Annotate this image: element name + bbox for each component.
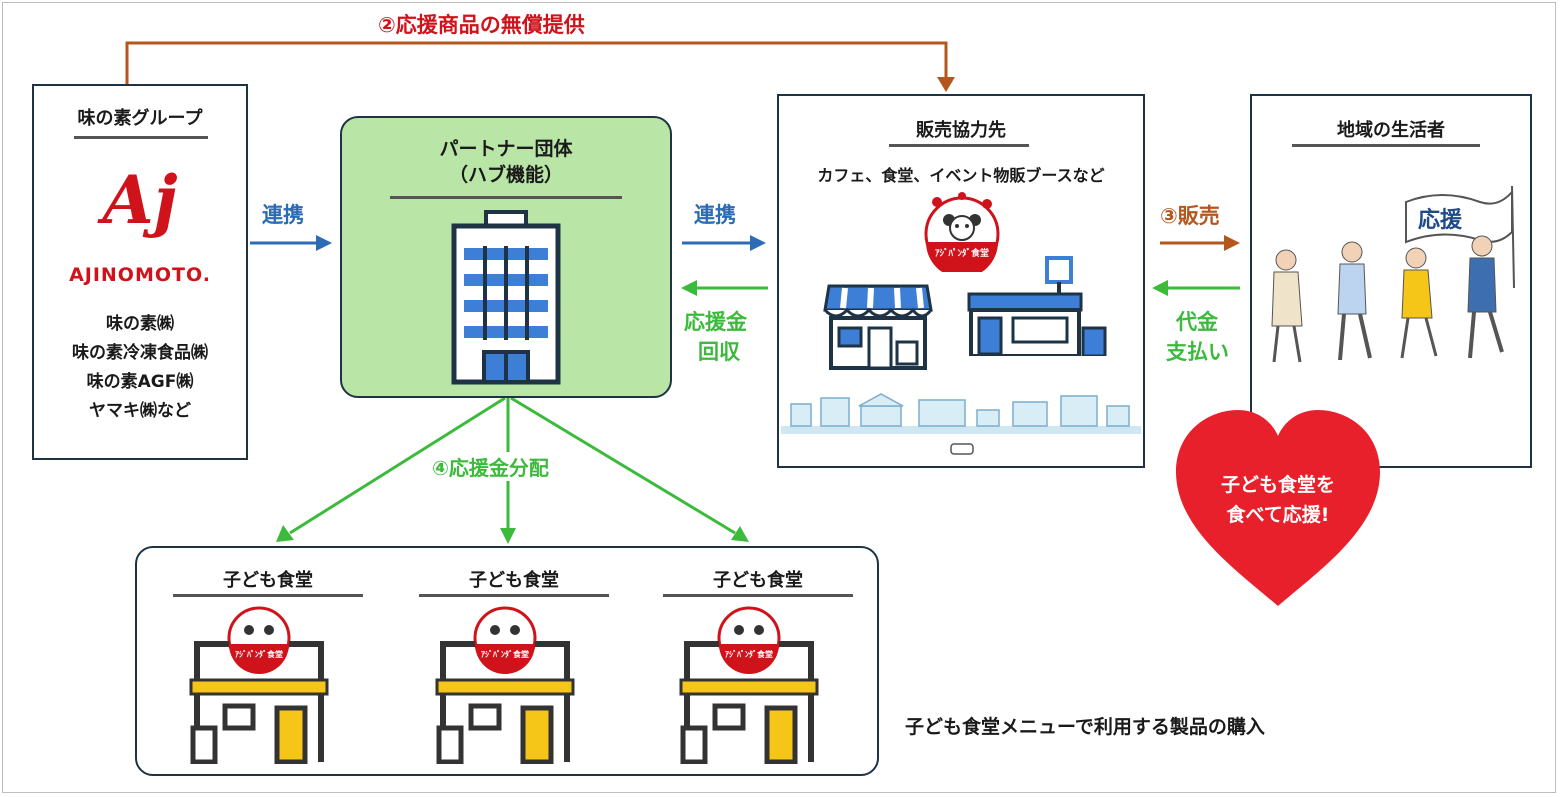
company-yamaki: ヤマキ㈱など: [89, 401, 191, 421]
fund-return-label-2: 回収: [698, 340, 740, 364]
fund-return-label-1: 応援金: [684, 310, 747, 334]
local-consumers-heading: 地域の生活者: [1337, 120, 1445, 141]
kodomo-badge-text: ｱｼﾞﾊﾟﾝﾀﾞ食堂: [235, 650, 283, 659]
heart-text-2: 食べて応援!: [1226, 504, 1330, 526]
kodomo-shokudo-label: 子ども食堂: [223, 570, 313, 591]
ajinomoto-group-box: 味の素グループ Aj AJINOMOTO. 味の素㈱ 味の素冷凍食品㈱ 味の素A…: [32, 84, 248, 460]
link-label-right: 連携: [694, 203, 736, 227]
convenience-store-icon: [967, 256, 1107, 356]
flag-icon: [1405, 185, 1515, 289]
sales-partner-heading: 販売協力先: [916, 120, 1006, 141]
heading-underline: [663, 594, 853, 597]
kodomo-shokudo-label: 子ども食堂: [713, 570, 803, 591]
free-supply-label: ②応援商品の無償提供: [378, 13, 585, 37]
kodomo-shokudo-box: 子ども食堂 ｱｼﾞﾊﾟﾝﾀﾞ食堂 子ども食堂 ｱｼ: [135, 546, 879, 776]
company-agf: 味の素AGF㈱: [86, 372, 194, 392]
heading-underline: [390, 196, 622, 199]
sales-partner-box: 販売協力先 カフェ、食堂、イベント物販ブースなど ｱｼﾞﾊﾟﾝﾀﾞ食堂: [777, 94, 1145, 468]
partner-org-box: パートナー団体 （ハブ機能）: [340, 116, 672, 398]
local-consumers-box: 地域の生活者 応援: [1250, 94, 1532, 468]
kodomo-badge-text: ｱｼﾞﾊﾟﾝﾀﾞ食堂: [481, 650, 529, 659]
distribution-label: ④応援金分配: [428, 452, 553, 481]
kodomo-shokudo-label: 子ども食堂: [469, 570, 559, 591]
payment-label-2: 支払い: [1166, 340, 1229, 364]
panda-badge-text: ｱｼﾞﾊﾟﾝﾀﾞ食堂: [934, 249, 989, 259]
heading-underline: [889, 144, 1029, 147]
people-cheering-illustration: [1271, 235, 1504, 363]
heading-underline: [173, 594, 363, 597]
ajinomoto-logo-mark: Aj: [102, 161, 178, 239]
company-ajinomoto: 味の素㈱: [106, 314, 174, 334]
ajinomoto-logo-word: AJINOMOTO.: [69, 264, 211, 286]
link-label-left: 連携: [262, 203, 304, 227]
kodomo-shokudo-item: 子ども食堂 ｱｼﾞﾊﾟﾝﾀﾞ食堂: [173, 560, 363, 770]
sales-label: ③販売: [1160, 204, 1220, 228]
office-building-icon: [451, 210, 561, 385]
sales-partner-subtitle: カフェ、食堂、イベント物販ブースなど: [817, 166, 1105, 185]
panda-logo-icon: [924, 192, 1000, 272]
partner-org-heading-2: （ハブ機能）: [448, 164, 563, 186]
company-list: 味の素㈱ 味の素冷凍食品㈱ 味の素AGF㈱ ヤマキ㈱など: [34, 310, 246, 426]
payment-label-1: 代金: [1176, 310, 1218, 334]
panda-badge: ｱｼﾞﾊﾟﾝﾀﾞ食堂: [919, 192, 1005, 272]
kodomo-shokudo-item: 子ども食堂 ｱｼﾞﾊﾟﾝﾀﾞ食堂: [419, 560, 609, 770]
ajinomoto-group-heading: 味の素グループ: [77, 108, 203, 129]
heart-icon: [1176, 410, 1380, 606]
flag-text: 応援: [1418, 208, 1463, 233]
kodomo-store-icon: [435, 606, 575, 764]
distribution-arrow-1: [289, 396, 506, 535]
heading-underline: [1292, 144, 1480, 147]
company-frozen-foods: 味の素冷凍食品㈱: [72, 343, 208, 363]
purchase-note: 子ども食堂メニューで利用する製品の購入: [905, 716, 1265, 738]
kodomo-store-icon: [189, 606, 329, 764]
free-supply-arrow: [125, 41, 948, 85]
town-illustration: [781, 393, 1141, 455]
heading-underline: [74, 136, 208, 139]
kodomo-badge-text: ｱｼﾞﾊﾟﾝﾀﾞ食堂: [725, 650, 773, 659]
kodomo-shokudo-item: 子ども食堂 ｱｼﾞﾊﾟﾝﾀﾞ食堂: [663, 560, 853, 770]
distribution-arrow-3: [510, 396, 736, 535]
partner-org-heading-1: パートナー団体: [439, 138, 573, 160]
heading-underline: [419, 594, 609, 597]
shop-icon: [823, 284, 933, 370]
kodomo-store-icon: [679, 606, 819, 764]
heart-text-1: 子ども食堂を: [1220, 474, 1335, 496]
